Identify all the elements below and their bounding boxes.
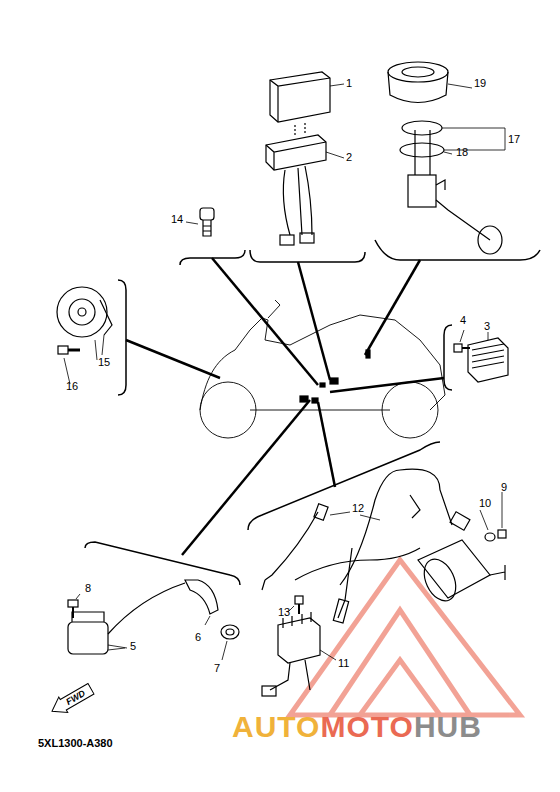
- callout-number: 4: [460, 315, 466, 326]
- callout-number: 13: [278, 607, 290, 618]
- watermark: AUTO: [232, 712, 320, 742]
- cap-seal: [221, 625, 239, 660]
- wire-harness: [262, 469, 470, 623]
- fuel-sender-nut: [388, 62, 448, 103]
- spark-plug-cap: [185, 580, 218, 625]
- relay: [270, 72, 330, 135]
- callout-number: 2: [346, 152, 352, 163]
- watermark: MOTO: [320, 712, 413, 742]
- callout-number: 5: [130, 641, 136, 652]
- callout-number: 18: [456, 147, 468, 158]
- starter-motor: [418, 540, 505, 606]
- bike-connectors: [300, 350, 370, 403]
- callout-number: 7: [214, 663, 220, 674]
- callout-number: 12: [352, 503, 364, 514]
- fuel-sender: [400, 121, 502, 254]
- callout-number: 8: [85, 583, 91, 594]
- nut: [480, 492, 506, 541]
- bolt: [288, 596, 303, 614]
- callout-number: 14: [171, 214, 183, 225]
- callout-number: 15: [98, 357, 110, 368]
- starter-relay: [262, 612, 336, 696]
- leader-line: [126, 258, 444, 555]
- callout-number: 1: [346, 78, 352, 89]
- callout-number: 16: [66, 381, 78, 392]
- callout-number: 19: [474, 78, 486, 89]
- drawing-code: 5XL1300-A380: [38, 738, 113, 749]
- horn: [57, 287, 112, 360]
- watermark-logo: [290, 560, 520, 715]
- callout-number: 10: [479, 498, 491, 509]
- scooter-outline: [200, 300, 445, 438]
- callout-number: 17: [508, 134, 520, 145]
- ignition-coil: [68, 583, 185, 654]
- group-bracket: [85, 240, 540, 585]
- bolt: [68, 594, 80, 618]
- rectifier: [468, 332, 508, 382]
- callout-number: 11: [338, 658, 349, 669]
- callout-number: 9: [501, 482, 507, 493]
- callout-leader: [102, 84, 505, 648]
- direction-arrow: FWD: [46, 680, 97, 721]
- bolt: [58, 346, 80, 384]
- neutral-switch: [186, 208, 214, 236]
- relay-holder: [266, 135, 326, 245]
- watermark: HUB: [414, 712, 482, 742]
- callout-number: 6: [195, 632, 201, 643]
- screw: [454, 330, 470, 352]
- callout-number: 3: [484, 321, 490, 332]
